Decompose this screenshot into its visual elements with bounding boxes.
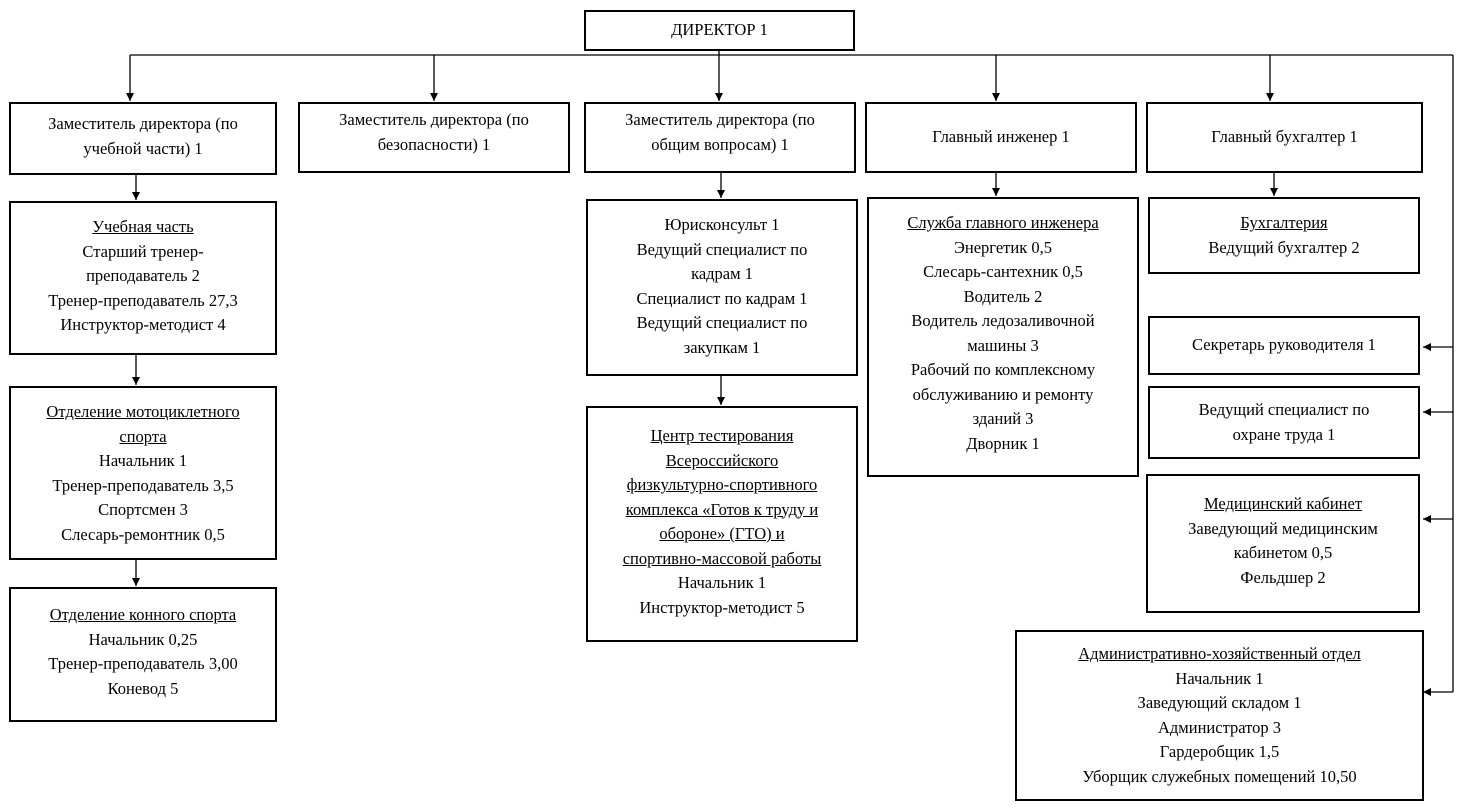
chief-accountant-box: Главный бухгалтер 1	[1146, 102, 1423, 173]
gto-center-line-2: Инструктор-методист 5	[639, 597, 805, 617]
academic-dept-line-2: преподаватель 2	[86, 266, 200, 285]
deputy-security-line-1: Заместитель директора (по	[339, 110, 529, 129]
medical-line-2: кабинетом 0,5	[1233, 543, 1333, 562]
engineer-service-line-2: Слесарь-сантехник 0,5	[923, 262, 1083, 281]
deputy-security-line-2: безопасности) 1	[377, 134, 491, 154]
deputy-general-line-1: Заместитель директора (по	[625, 110, 815, 129]
horse-dept-line-2: Тренер-преподаватель 3,00	[48, 654, 238, 673]
director-box: ДИРЕКТОР 1	[584, 10, 855, 51]
engineer-service-line-7: обслуживанию и ремонту	[912, 384, 1094, 404]
admin-dept-line-2: Заведующий складом 1	[1137, 693, 1302, 712]
deputy-general-line-2: общим вопросам) 1	[651, 134, 789, 154]
academic-dept-box: Учебная часть Старший тренер- преподават…	[9, 201, 277, 355]
medical-title: Медицинский кабинет	[1203, 494, 1363, 513]
legal-hr-box: Юрисконсульт 1 Ведущий специалист по кад…	[586, 199, 858, 376]
accounting-line-1: Ведущий бухгалтер 2	[1208, 237, 1360, 257]
engineer-service-line-4: Водитель ледозаливочной	[911, 311, 1095, 330]
engineer-service-line-5: машины 3	[967, 335, 1039, 355]
gto-center-title-5: обороне» (ГТО) и	[659, 524, 785, 543]
chief-engineer-label: Главный инженер 1	[932, 127, 1070, 147]
legal-hr-line-6: закупкам 1	[683, 337, 761, 357]
legal-hr-line-1: Юрисконсульт 1	[664, 215, 780, 234]
deputy-academic-line-1: Заместитель директора (по	[48, 114, 238, 133]
director-label: ДИРЕКТОР 1	[671, 20, 768, 40]
engineer-service-line-8: зданий 3	[972, 409, 1034, 428]
moto-dept-title-1: Отделение мотоциклетного	[46, 402, 240, 421]
deputy-academic-box: Заместитель директора (по учебной части)…	[9, 102, 277, 175]
horse-dept-box: Отделение конного спорта Начальник 0,25 …	[9, 587, 277, 722]
labor-safety-box: Ведущий специалист по охране труда 1	[1148, 386, 1420, 459]
horse-dept-line-3: Коневод 5	[107, 678, 179, 698]
admin-dept-box: Административно-хозяйственный отдел Нача…	[1015, 630, 1424, 801]
legal-hr-line-3: кадрам 1	[691, 264, 753, 283]
legal-hr-line-4: Специалист по кадрам 1	[636, 288, 808, 308]
academic-dept-line-4: Инструктор-методист 4	[60, 315, 226, 334]
legal-hr-line-2: Ведущий специалист по	[636, 239, 808, 259]
academic-dept-line-3: Тренер-преподаватель 27,3	[48, 290, 238, 310]
gto-center-title-6: спортивно-массовой работы	[622, 548, 822, 568]
legal-hr-line-5: Ведущий специалист по	[636, 313, 808, 332]
moto-dept-line-2: Тренер-преподаватель 3,5	[52, 475, 234, 495]
horse-dept-line-1: Начальник 0,25	[88, 629, 198, 649]
chief-accountant-label: Главный бухгалтер 1	[1211, 127, 1358, 147]
moto-dept-box: Отделение мотоциклетного спорта Начальни…	[9, 386, 277, 560]
gto-center-line-1: Начальник 1	[677, 573, 767, 592]
engineer-service-box: Служба главного инженера Энергетик 0,5 С…	[867, 197, 1139, 477]
academic-dept-line-1: Старший тренер-	[82, 241, 204, 261]
secretary-label: Секретарь руководителя 1	[1192, 335, 1376, 355]
moto-dept-line-4: Слесарь-ремонтник 0,5	[61, 524, 225, 544]
medical-line-1: Заведующий медицинским	[1188, 518, 1378, 538]
medical-line-3: Фельдшер 2	[1240, 567, 1326, 587]
gto-center-title-4: комплекса «Готов к труду и	[625, 499, 819, 519]
accounting-title: Бухгалтерия	[1240, 213, 1328, 232]
moto-dept-line-1: Начальник 1	[98, 451, 188, 470]
moto-dept-title-2: спорта	[119, 426, 167, 446]
gto-center-title-2: Всероссийского	[665, 450, 779, 470]
gto-center-title-1: Центр тестирования	[650, 426, 794, 445]
admin-dept-line-5: Уборщик служебных помещений 10,50	[1082, 766, 1357, 786]
admin-dept-line-1: Начальник 1	[1175, 668, 1264, 688]
admin-dept-line-4: Гардеробщик 1,5	[1159, 742, 1280, 761]
moto-dept-line-3: Спортсмен 3	[98, 500, 188, 519]
academic-dept-title: Учебная часть	[92, 217, 194, 236]
chief-engineer-box: Главный инженер 1	[865, 102, 1137, 173]
medical-box: Медицинский кабинет Заведующий медицинск…	[1146, 474, 1420, 613]
admin-dept-title: Административно-хозяйственный отдел	[1078, 644, 1361, 663]
deputy-general-box: Заместитель директора (по общим вопросам…	[584, 102, 856, 173]
accounting-box: Бухгалтерия Ведущий бухгалтер 2	[1148, 197, 1420, 274]
labor-safety-line-1: Ведущий специалист по	[1198, 400, 1370, 419]
engineer-service-title: Служба главного инженера	[907, 213, 1099, 232]
engineer-service-line-9: Дворник 1	[966, 433, 1040, 453]
gto-center-box: Центр тестирования Всероссийского физкул…	[586, 406, 858, 642]
deputy-security-box: Заместитель директора (по безопасности) …	[298, 102, 570, 173]
engineer-service-line-3: Водитель 2	[963, 286, 1043, 306]
gto-center-title-3: физкультурно-спортивного	[626, 475, 818, 494]
horse-dept-title: Отделение конного спорта	[49, 605, 237, 624]
labor-safety-line-2: охране труда 1	[1232, 424, 1336, 444]
engineer-service-line-1: Энергетик 0,5	[954, 237, 1052, 257]
deputy-academic-line-2: учебной части) 1	[83, 138, 203, 158]
secretary-box: Секретарь руководителя 1	[1148, 316, 1420, 375]
admin-dept-line-3: Администратор 3	[1158, 717, 1281, 737]
engineer-service-line-6: Рабочий по комплексному	[910, 360, 1096, 379]
